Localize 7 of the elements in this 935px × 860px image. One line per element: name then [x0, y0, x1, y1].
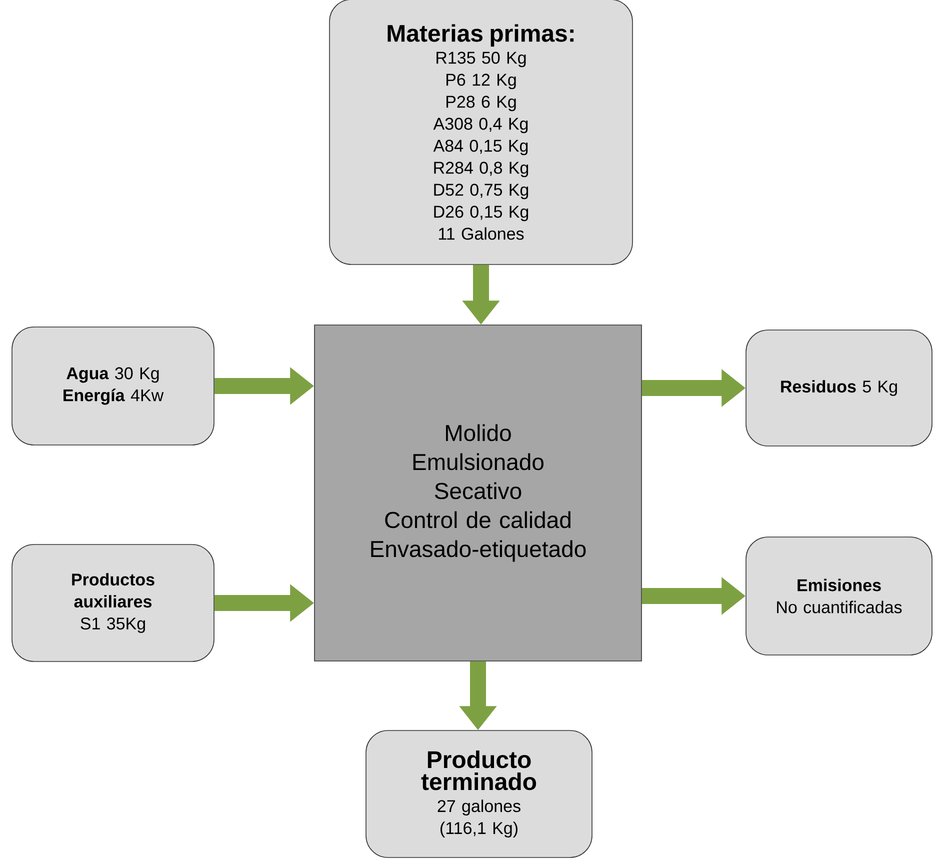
input-box: Agua 30 Kg Energía 4Kw — [12, 326, 214, 446]
output-box: Emisiones No cuantificadas — [746, 536, 932, 656]
process-box: Molido Emulsionado Secativo Control de calidad Envasado-etiquetado — [314, 324, 642, 662]
output-box: Producto terminado 27 galones (116,1 Kg) — [366, 730, 592, 858]
input-box: Materias primas: R135 50 Kg P6 12 Kg P28 6 Kg A308 0,4 Kg A84 0,15 Kg R284 0,8 Kg D52 0,75 Kg D26 0,15 Kg 11 Galones — [329, 0, 633, 265]
output-box: Residuos 5 Kg — [746, 330, 932, 446]
input-box: Productos auxiliares S1 35Kg — [12, 544, 214, 662]
